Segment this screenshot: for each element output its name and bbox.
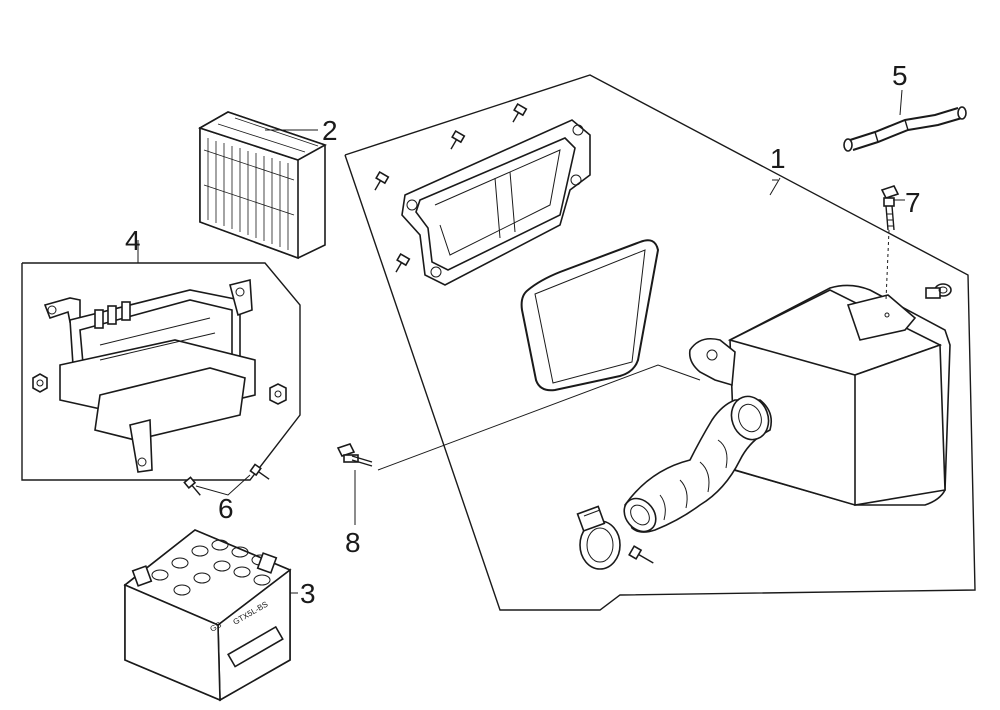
tube-clamp — [576, 505, 621, 570]
terminal-screws — [183, 463, 270, 496]
callout-3: 3 — [300, 578, 316, 609]
bolt-8 — [336, 443, 373, 467]
callout-1: 1 — [770, 143, 786, 174]
callout-2: 2 — [322, 115, 338, 146]
callout-8: 8 — [345, 527, 361, 558]
breather-tube — [843, 106, 967, 152]
connecting-tube — [623, 395, 773, 533]
bracket-tabs — [94, 301, 131, 329]
callout-6: 6 — [218, 493, 234, 524]
bracket-nut-right — [269, 383, 287, 405]
leader-lines — [137, 89, 905, 263]
cover-screws — [374, 102, 528, 273]
battery: GS GTX5L-BS — [123, 529, 292, 702]
case-grommet — [925, 283, 952, 299]
callout-7: 7 — [905, 187, 921, 218]
air-filter-element — [198, 111, 327, 260]
screw-6-leader — [195, 474, 251, 496]
bolt-7-dashline — [885, 229, 890, 301]
air-cleaner-case — [688, 284, 951, 506]
clamp-screw — [628, 545, 654, 564]
bracket-nut-left — [32, 373, 48, 393]
callout-4: 4 — [125, 225, 141, 256]
air-cleaner-cover — [401, 119, 591, 286]
callout-5: 5 — [892, 60, 908, 91]
bolt-7 — [880, 185, 900, 231]
cover-gasket — [520, 239, 660, 392]
battery-bracket — [43, 278, 256, 473]
battery-bracket-outline — [21, 262, 301, 481]
air-cleaner-assembly-outline — [344, 74, 976, 611]
